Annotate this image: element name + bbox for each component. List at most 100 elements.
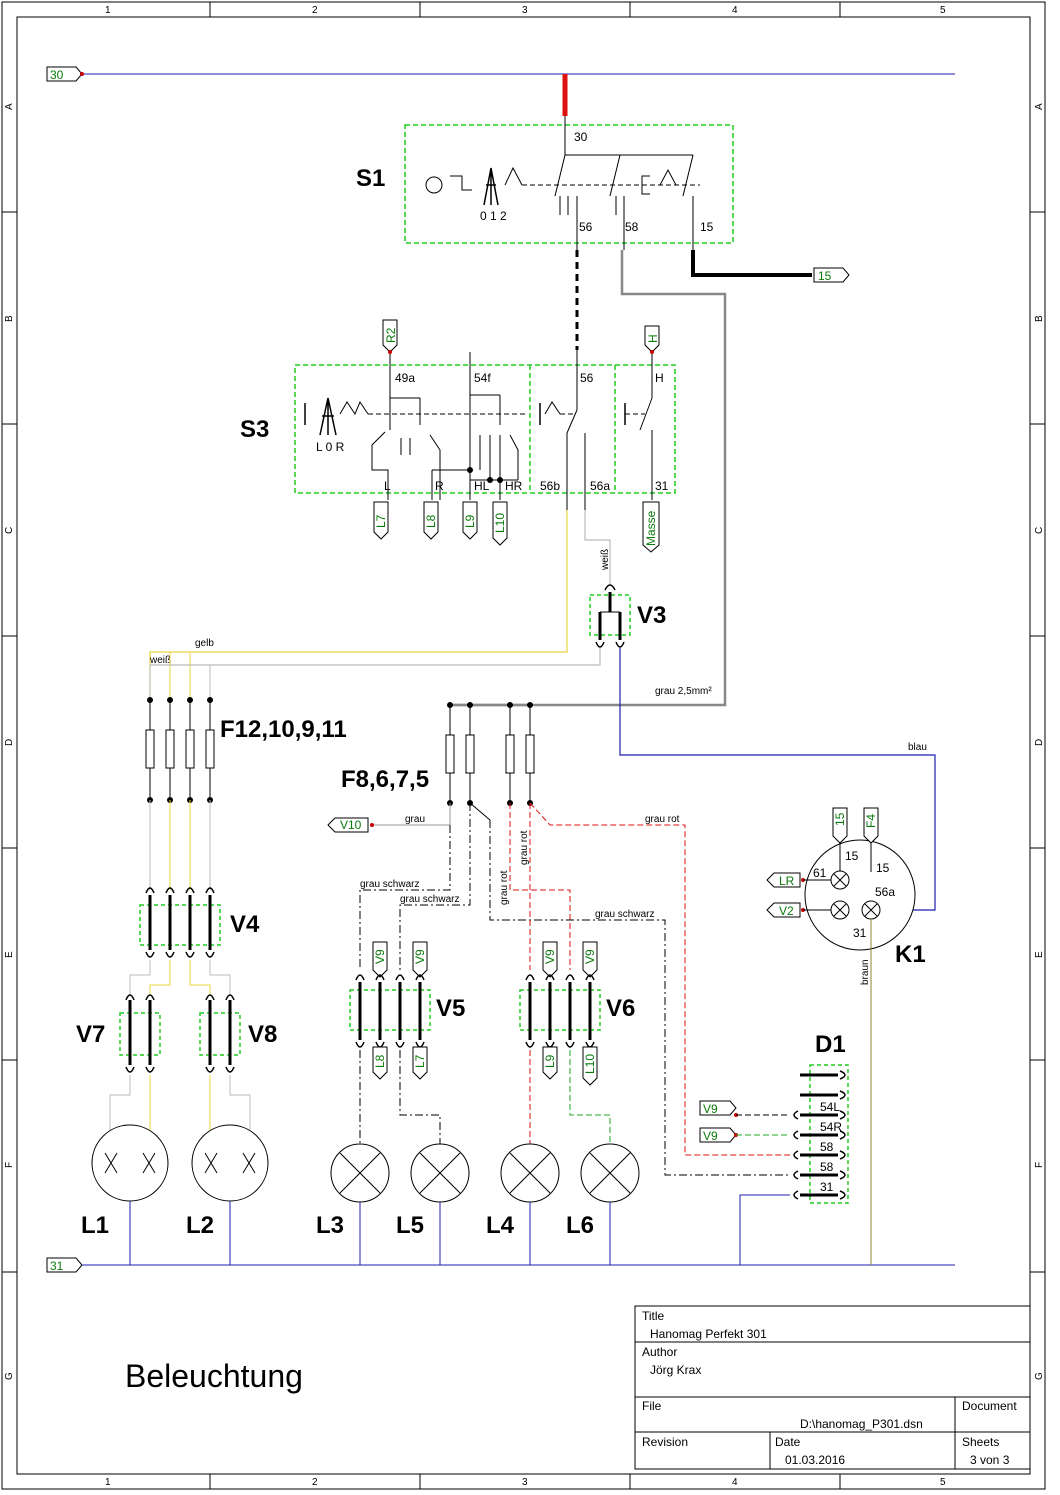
s3-term-31: 31 (655, 479, 669, 493)
col-label: 1 (105, 1477, 111, 1488)
v4-label: V4 (230, 911, 260, 938)
d1-pin-54l: 54L (820, 1100, 840, 1114)
row-label: A (1034, 103, 1045, 110)
s1-term-56: 56 (579, 220, 593, 234)
s3-term-HR: HR (505, 479, 523, 493)
k1-pin-15a: 15 (845, 849, 859, 863)
lamp-l5-label: L5 (396, 1212, 424, 1239)
tb-author-label: Author (642, 1345, 677, 1359)
frame-column-labels: 1 2 3 4 5 1 2 3 4 5 (105, 5, 946, 1488)
col-label: 3 (522, 5, 528, 16)
s3-positions: L 0 R (316, 440, 345, 454)
row-label: E (1034, 951, 1045, 958)
wire-grau-schwarz-3: grau schwarz (595, 909, 654, 920)
v8-label: V8 (248, 1021, 277, 1048)
tb-date-label: Date (775, 1435, 801, 1449)
s3-label: S3 (240, 416, 269, 443)
lamp-l5: L5 (396, 1143, 470, 1265)
port-h: H (646, 334, 660, 343)
d1-label: D1 (815, 1031, 846, 1058)
fuses-right-label: F8,6,7,5 (341, 766, 429, 793)
port-l10: L10 (493, 513, 507, 533)
k1-pin-31: 31 (853, 926, 867, 940)
port-l8-v5: L8 (373, 1054, 387, 1068)
connector-v7: V7 (76, 994, 161, 1135)
port-l9: L9 (463, 514, 477, 528)
s3-term-56a: 56a (590, 479, 610, 493)
sheet-title: Beleuchtung (125, 1358, 303, 1394)
lamp-l3-label: L3 (316, 1212, 344, 1239)
tb-title: Hanomag Perfekt 301 (650, 1327, 767, 1341)
port-f4: F4 (864, 814, 878, 828)
wire-grau-label: grau (405, 814, 425, 825)
lamp-l6: L6 (566, 1143, 640, 1265)
connector-d1: D1 54L 54R 58 58 31 V9 V9 (699, 1031, 849, 1265)
s3-term-L: L (384, 479, 391, 493)
row-label: D (1034, 739, 1045, 746)
s1-term-30: 30 (574, 130, 588, 144)
wire-grau-rot-3: grau rot (645, 814, 680, 825)
wire-grau-rot-1: grau rot (499, 870, 510, 905)
port-v9-v5a: V9 (373, 949, 387, 964)
row-label: G (1034, 1372, 1045, 1380)
tb-title-label: Title (642, 1309, 665, 1323)
col-label: 5 (940, 5, 946, 16)
port-v10: V10 (340, 818, 362, 832)
connector-v4: V4 (129, 887, 260, 995)
k1-pin-56a: 56a (875, 885, 895, 899)
port-v9-d1a: V9 (703, 1102, 718, 1116)
lamp-l1-label: L1 (81, 1212, 109, 1239)
socket-k1: 15 F4 15 15 61 56a 31 LR V2 braun K1 (766, 807, 926, 1265)
lamp-l2: L2 (186, 1124, 269, 1265)
s1-positions: 0 1 2 (480, 209, 507, 223)
tb-sheets: 3 von 3 (970, 1453, 1010, 1467)
tb-author: Jörg Krax (650, 1363, 701, 1377)
d1-pin-58b: 58 (820, 1160, 834, 1174)
col-label: 2 (312, 5, 318, 16)
port-l8: L8 (424, 514, 438, 528)
wire-braun-label: braun (860, 959, 871, 985)
s1-term-58: 58 (625, 220, 639, 234)
v5-label: V5 (436, 995, 465, 1022)
k1-pin-15b: 15 (876, 861, 890, 875)
row-label: A (4, 103, 15, 110)
col-label: 5 (940, 1477, 946, 1488)
port-v9-d1b: V9 (703, 1129, 718, 1143)
k1-pin-61: 61 (813, 866, 827, 880)
port-v9-v6b: V9 (583, 949, 597, 964)
rail-31-label: 31 (50, 1259, 64, 1273)
d1-pin-54r: 54R (820, 1120, 842, 1134)
wire-gelb-label: gelb (195, 638, 214, 649)
port-15-k1: 15 (833, 812, 847, 826)
lamp-l2-label: L2 (186, 1212, 214, 1239)
s3-term-H: H (655, 371, 664, 385)
wire-weiss-v3: weiß (600, 549, 611, 571)
lamp-l3: L3 (316, 1143, 390, 1265)
row-label: F (1034, 1162, 1045, 1168)
tb-file-label: File (642, 1399, 662, 1413)
col-label: 1 (105, 5, 111, 16)
port-masse: Masse (644, 510, 658, 546)
tb-file: D:\hanomag_P301.dsn (800, 1417, 923, 1431)
row-label: B (4, 315, 15, 322)
switch-s3: S3 L 0 R 49a 54f L R HL HR (240, 319, 676, 553)
wire-grau-rot-2: grau rot (519, 830, 530, 865)
row-label: D (4, 739, 15, 746)
s1-term-15: 15 (700, 220, 714, 234)
connector-v5: V9 V9 V5 L8 L7 (349, 941, 465, 1145)
tb-date: 01.03.2016 (785, 1453, 845, 1467)
port-l10-v6: L10 (583, 1054, 597, 1074)
v6-label: V6 (606, 995, 635, 1022)
lamp-l4: L4 (486, 1143, 560, 1265)
v3-label: V3 (637, 602, 666, 629)
wire-grau-schwarz-2: grau schwarz (400, 894, 459, 905)
k1-label: K1 (895, 941, 926, 968)
tb-document-label: Document (962, 1399, 1017, 1413)
v7-label: V7 (76, 1021, 105, 1048)
port-v9-v5b: V9 (413, 949, 427, 964)
port-l7-v5: L7 (413, 1054, 427, 1068)
rail-30-label: 30 (50, 68, 64, 82)
row-label: B (1034, 315, 1045, 322)
port-r2: R2 (384, 327, 398, 343)
